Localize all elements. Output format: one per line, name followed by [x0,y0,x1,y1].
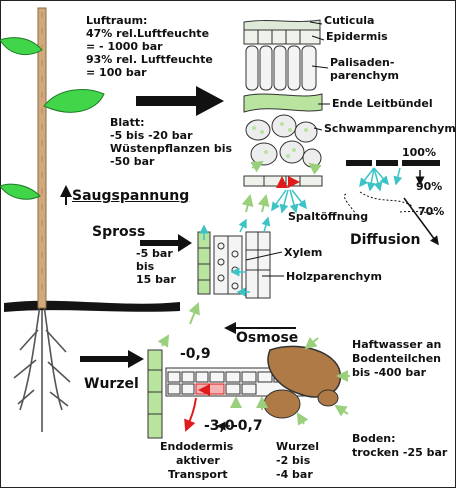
luftraum-line-3: = - 1000 bar [86,40,163,53]
leaf-cross-section [243,19,323,214]
arrow-to-stem [140,234,192,252]
plant-leaf-low [0,183,41,200]
root-value-minus-0-9: -0,9 [180,346,211,362]
haftwasser-line-1: Haftwasser an [352,338,442,351]
root-value-minus-0-7: -0,7 [232,418,263,434]
boden-line-2: trocken -25 bar [352,446,448,459]
endodermis-line-2: aktiver [176,454,220,467]
label-spross: Spross [92,224,146,240]
label-saugspannung: Saugspannung [72,188,190,204]
plant-leaf-mid [43,89,105,113]
blatt-line-1: Blatt: [110,116,145,129]
spross-line-2: bis [136,260,155,273]
boden-line-1: Boden: [352,432,396,445]
haftwasser-line-2: Bodenteilchen [352,352,442,365]
label-palisaden-2: parenchym [330,69,399,82]
label-ende-leitbuendel: Ende Leitbündel [332,97,433,110]
luftraum-line-2: 47% rel.Luftfeuchte [86,27,210,40]
humidity-100: 100% [402,146,436,159]
label-schwammparenchym: Schwammparenchym [324,122,456,135]
wurzel-potential-line-2: -2 bis [276,454,311,467]
label-epidermis: Epidermis [326,30,388,43]
spross-line-1: -5 bar [136,247,173,260]
blatt-line-4: -50 bar [110,155,155,168]
humidity-90: 90% [416,180,443,193]
blatt-line-2: -5 bis -20 bar [110,129,193,142]
label-diffusion: Diffusion [350,232,421,248]
root-value-minus-3-0: -3,0 [204,418,235,434]
luftraum-line-5: = 100 bar [86,66,147,79]
blatt-line-3: Wüstenpflanzen bis [110,142,233,155]
label-holzparenchym: Holzparenchym [286,270,382,283]
luftraum-line-1: Luftraum: [86,14,148,27]
wurzel-potential-line-3: -4 bar [276,468,313,481]
spross-line-3: 15 bar [136,273,176,286]
label-palisaden-1: Palisaden- [330,56,395,69]
haftwasser-line-3: bis -400 bar [352,366,427,379]
label-osmose: Osmose [236,330,299,346]
endodermis-line-3: Transport [168,468,228,481]
root-cross-section [147,334,350,439]
label-xylem: Xylem [284,246,323,259]
endodermis-line-1: Endodermis [160,440,234,453]
label-spaltoeffnung: Spaltöffnung [288,210,369,223]
stomata-strip [343,160,440,215]
humidity-70: 70% [418,205,445,218]
ground-line [4,300,180,312]
label-wurzel: Wurzel [84,376,139,392]
arrow-to-root [80,350,144,368]
luftraum-line-4: 93% rel. Luftfeuchte [86,53,213,66]
root-system [13,304,71,432]
plant-leaf-top [0,37,43,56]
stem-xylem-section [197,216,284,299]
label-cuticula: Cuticula [324,14,375,27]
arrow-to-leaf [136,86,224,116]
wurzel-potential-line-1: Wurzel [276,440,320,453]
